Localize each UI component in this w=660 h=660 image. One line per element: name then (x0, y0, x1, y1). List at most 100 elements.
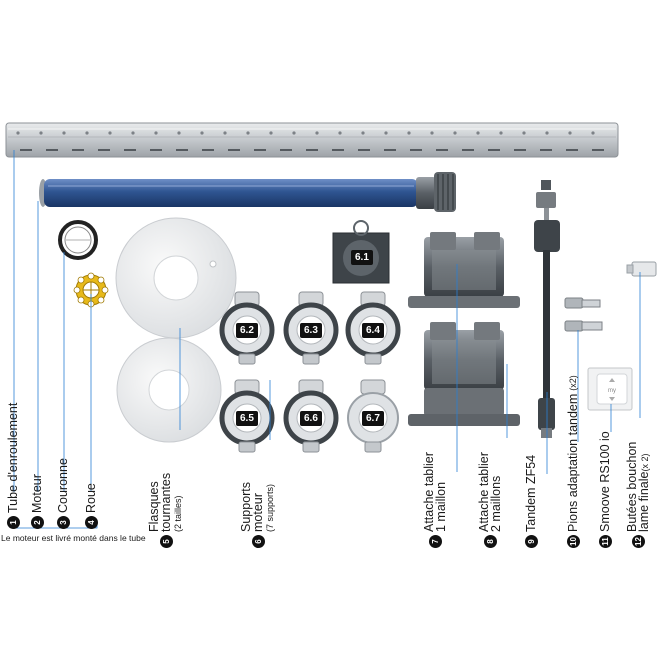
apron-attaches (408, 232, 520, 426)
tube-slot (72, 149, 84, 151)
part-label-block: Flasques tournantes (2 tailles) (147, 472, 184, 532)
part-sublabel: (7 supports) (265, 483, 275, 532)
motor (39, 172, 456, 212)
label-part-12: 12 Butées bouchon lame finale(x 2) (625, 442, 651, 548)
badge-9: 9 (524, 535, 538, 548)
tube-hole (568, 131, 572, 135)
tube-slot (228, 149, 240, 151)
tube-hole (384, 131, 388, 135)
support-tag-6-3: 6.3 (300, 323, 322, 338)
part-label: Moteur (30, 474, 44, 513)
tube-hole (246, 131, 250, 135)
rotating-flanges (115, 217, 237, 443)
support-tag-6-5: 6.5 (236, 411, 258, 426)
part-label: Couronne (56, 458, 70, 513)
part-label-line2: 2 maillons (489, 475, 503, 532)
tube-hole (499, 131, 503, 135)
part-label: Smoove RS100 io (598, 431, 612, 532)
tube-hole (591, 131, 595, 135)
tube-holes (16, 131, 595, 135)
tube-slot (202, 149, 214, 151)
part-sublabel: (2 tailles) (173, 495, 183, 532)
tube-slot (540, 149, 552, 151)
badge-4: 4 (84, 516, 98, 529)
tube-hole (62, 131, 66, 135)
tube-slot (566, 149, 578, 151)
tube-hole (16, 131, 20, 135)
tube-hole (545, 131, 549, 135)
part-label-block: Attache tablier 2 maillons (477, 452, 503, 532)
part-label: Roue (84, 483, 98, 513)
part-label-block: Butées bouchon lame finale(x 2) (625, 442, 651, 532)
tube-hole (85, 131, 89, 135)
part-sublabel: (x 2) (640, 453, 650, 472)
support-tag-6-2: 6.2 (236, 323, 258, 338)
tube-slot (150, 149, 162, 151)
label-part-6: 6 Supports moteur (7 supports) (239, 482, 276, 548)
svg-text:my: my (608, 388, 616, 394)
part-label-line2-wrap: lame finale(x 2) (637, 442, 651, 532)
tube-slot (254, 149, 266, 151)
support-tag-6-4: 6.4 (362, 323, 384, 338)
badge-8: 8 (483, 535, 497, 548)
drive-wheel (73, 272, 109, 308)
tube-hole (361, 131, 365, 135)
tube-slot (98, 149, 110, 151)
tube-hole (177, 131, 181, 135)
winding-tube (5, 122, 619, 158)
tube-hole (108, 131, 112, 135)
part-label-line2: tournantes (159, 472, 173, 532)
tube-slot (436, 149, 448, 151)
badge-6: 6 (251, 535, 265, 548)
part-sublabel: (x2) (568, 375, 578, 391)
label-part-3: 3 Couronne (56, 458, 70, 529)
tube-slot (462, 149, 474, 151)
label-part-1: 1 Tube d'enroulement (6, 403, 20, 529)
tube-slot (358, 149, 370, 151)
tube-hole (476, 131, 480, 135)
tube-slot (46, 149, 58, 151)
tube-slot (384, 149, 396, 151)
tube-hole (338, 131, 342, 135)
part-label: Pions adaptation tandem (566, 393, 580, 532)
support-tag-6-1: 6.1 (351, 250, 373, 265)
motor-note: Le moteur est livré monté dans le tube (1, 533, 146, 543)
tube-slots (20, 149, 604, 151)
label-part-2: 2 Moteur (30, 474, 44, 529)
part-label: Tube d'enroulement (6, 402, 20, 513)
badge-7: 7 (428, 535, 442, 548)
tube-slot (280, 149, 292, 151)
label-part-11: 11 Smoove RS100 io (598, 431, 612, 548)
leader-lines (13, 150, 641, 492)
part-label-line2: lame finale (637, 471, 651, 532)
label-part-7: 7 Attache tablier 1 maillon (422, 452, 448, 548)
end-stop-caps (626, 261, 657, 277)
part-label: Tandem ZF54 (524, 454, 538, 532)
tube-slot (176, 149, 188, 151)
tube-hole (315, 131, 319, 135)
tube-hole (522, 131, 526, 135)
tube-hole (39, 131, 43, 135)
label-part-9: 9 Tandem ZF54 (524, 455, 538, 548)
tube-slot (410, 149, 422, 151)
tube-hole (407, 131, 411, 135)
tube-slot (332, 149, 344, 151)
tube-hole (453, 131, 457, 135)
part-label-line2: 1 maillon (434, 481, 448, 532)
tube-hole (154, 131, 158, 135)
part-label-block: Attache tablier 1 maillon (422, 452, 448, 532)
support-tag-6-7: 6.7 (362, 411, 384, 426)
badge-10: 10 (566, 535, 580, 548)
part-label-block: Supports moteur (7 supports) (239, 482, 276, 532)
tube-slot (592, 149, 604, 151)
tube-hole (292, 131, 296, 135)
tube-slot (514, 149, 526, 151)
badge-5: 5 (159, 535, 173, 548)
label-part-4: 4 Roue (84, 483, 98, 529)
crown-ring (58, 220, 98, 260)
tube-slot (306, 149, 318, 151)
badge-1: 1 (6, 516, 20, 529)
label-part-8: 8 Attache tablier 2 maillons (477, 452, 503, 548)
tube-hole (223, 131, 227, 135)
tube-slot (488, 149, 500, 151)
